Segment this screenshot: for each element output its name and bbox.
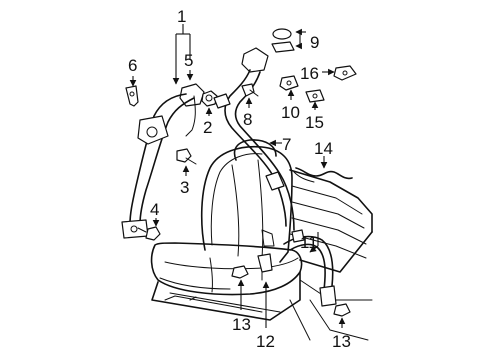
front-belt-webbing — [129, 93, 187, 225]
callout-16: 16 — [300, 64, 319, 83]
callout-10: 10 — [281, 103, 300, 122]
callout-6: 6 — [128, 56, 137, 75]
part-15-anchor-cover — [305, 89, 325, 110]
callout-1: 1 — [177, 7, 186, 26]
belt-retractor — [137, 115, 169, 145]
callout-13-left: 13 — [232, 315, 251, 334]
part-3-bolt — [176, 148, 197, 176]
seat-base — [151, 271, 301, 321]
callout-8: 8 — [243, 110, 252, 129]
part-11-rear-belt — [283, 229, 337, 307]
part-13-bolt-right — [333, 303, 351, 328]
part-6-bracket — [125, 76, 139, 107]
callout-15: 15 — [305, 113, 324, 132]
callout-13-right: 13 — [332, 332, 351, 351]
callout-1-bracket — [172, 24, 194, 85]
front-seat-illustration — [150, 139, 303, 321]
callout-2: 2 — [203, 118, 212, 137]
callout-5: 5 — [184, 51, 193, 70]
callout-7: 7 — [282, 135, 291, 154]
callout-4: 4 — [150, 200, 159, 219]
rear-bench-illustration — [289, 169, 373, 341]
part-9-trim-covers — [271, 28, 306, 53]
part-4-bolt — [137, 218, 161, 241]
belt-guide-loop — [179, 83, 205, 107]
seat-back — [200, 145, 293, 263]
callout-labels: 1 2 3 4 5 6 7 8 9 10 11 12 13 13 14 15 1… — [128, 7, 351, 351]
seat-headrest — [233, 139, 277, 161]
part-2-nut — [201, 90, 218, 116]
part-14-sensor-harness — [293, 156, 353, 183]
callout-3: 3 — [180, 178, 189, 197]
part-13-bolt-left — [231, 265, 249, 310]
callout-9: 9 — [310, 33, 319, 52]
callout-11: 11 — [300, 233, 318, 252]
front-seat-belt-assembly — [121, 83, 205, 239]
part-12-buckle — [257, 253, 273, 328]
part-10-anchor-cover — [279, 75, 299, 100]
belt-latch-plate — [121, 219, 149, 239]
part-16-anchor-cover — [322, 65, 357, 81]
callout-14: 14 — [314, 139, 333, 158]
upper-anchor-cap — [241, 47, 269, 73]
callout-12: 12 — [256, 332, 275, 351]
part-8-bolt — [241, 83, 259, 108]
